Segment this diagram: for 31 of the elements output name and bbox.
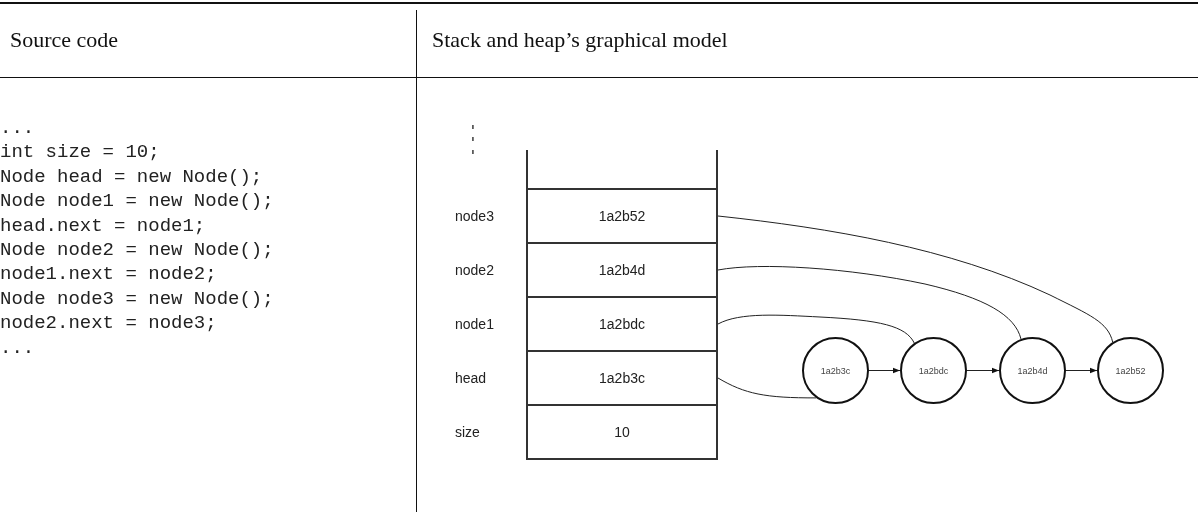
code-line: head.next = node1;: [0, 214, 206, 237]
heap-node-circle: 1a2b4d: [999, 337, 1066, 404]
ellipsis-mark: ⋮: [466, 122, 478, 154]
arrow: [868, 367, 901, 374]
heap-node-circle: 1a2bdc: [900, 337, 967, 404]
variable-name: node3: [455, 208, 494, 224]
heap-node-circle: 1a2b3c: [802, 337, 869, 404]
stack-cell: 1a2b52: [526, 188, 718, 244]
variable-name: node1: [455, 316, 494, 332]
stack-slot: [526, 150, 718, 190]
variable-name: node2: [455, 262, 494, 278]
code-line: ...: [0, 117, 35, 139]
code-line: node1.next = node2;: [0, 263, 217, 286]
stack-cell: 10: [526, 404, 718, 460]
column-heading: Source code: [10, 27, 119, 53]
stack-cell: 1a2b3c: [526, 350, 718, 406]
column-heading: Stack and heap’s graphical model: [432, 27, 728, 53]
code-line: ...: [0, 336, 35, 359]
code-line: Node node2 = new Node();: [0, 239, 274, 261]
code-line: Node node3 = new Node();: [0, 287, 274, 310]
code-line: int size = 10;: [0, 141, 160, 164]
arrow: [966, 367, 1000, 374]
variable-name: size: [455, 424, 480, 440]
variable-name: head: [455, 370, 487, 386]
code-line: Node node1 = new Node();: [0, 190, 274, 213]
stack-cell: 1a2bdc: [526, 296, 718, 352]
heap-node-circle: 1a2b52: [1097, 337, 1164, 404]
code-line: node2.next = node3;: [0, 312, 217, 335]
arrow: [1065, 367, 1098, 374]
code-line: Node head = new Node();: [0, 165, 263, 188]
stack-cell: 1a2b4d: [526, 242, 718, 298]
